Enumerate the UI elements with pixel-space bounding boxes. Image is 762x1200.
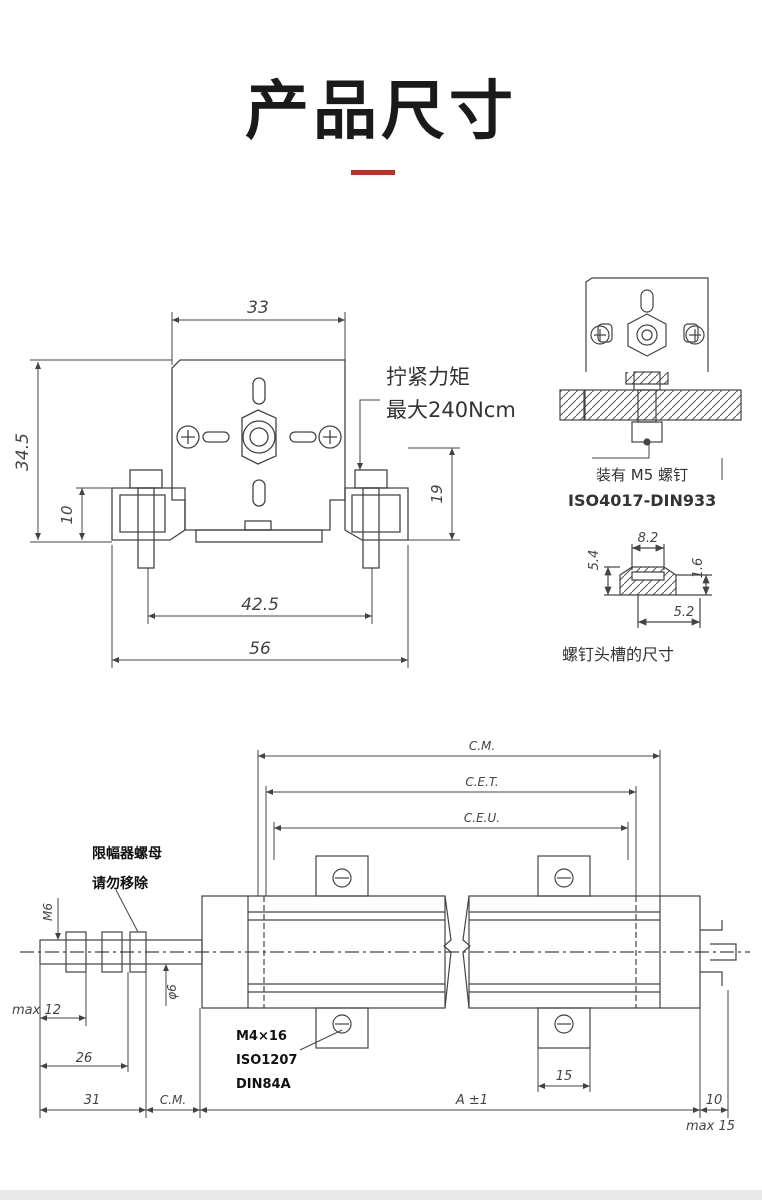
nut-bore (242, 420, 276, 454)
slot-right (289, 431, 317, 443)
dim-top-width: 33 (247, 298, 269, 318)
dim-15: 15 (556, 1069, 573, 1084)
dim-m6: M6 (41, 903, 55, 921)
clamp-left (111, 487, 186, 541)
slot-dim-width: 8.2 (638, 531, 659, 546)
limiter-note-line2: 请勿移除 (92, 875, 149, 892)
slot-dim-depth: 5.4 (587, 550, 602, 571)
dim-26: 26 (76, 1051, 93, 1066)
slot-caption: 螺钉头槽的尺寸 (562, 645, 674, 664)
dim-max15: max 15 (686, 1119, 735, 1134)
bottom-divider (0, 1190, 762, 1200)
dim-hole-spacing: 42.5 (241, 595, 279, 615)
dim-rod-diameter: φ6 (165, 984, 179, 1000)
screw-note-line1: M4×16 (236, 1029, 287, 1044)
front-view (111, 359, 409, 569)
screw-right (318, 425, 342, 449)
clamp-bottom-left (315, 1007, 369, 1049)
side-view (20, 855, 750, 1049)
page-title: 产品尺寸 (245, 75, 517, 149)
clamp-bolt-right (354, 469, 388, 489)
clamp-bottom-right (537, 1007, 591, 1049)
slot-left (202, 431, 230, 443)
mounting-rail-section (584, 389, 742, 421)
title-accent-bar (351, 170, 395, 175)
clamp-right (344, 487, 409, 541)
clamp-top-right (537, 855, 591, 897)
screw-note-line3: DIN84A (236, 1077, 291, 1092)
dim-cm-bottom: C.M. (160, 1093, 186, 1107)
dim-10: 10 (706, 1093, 723, 1108)
screw-note-line2: ISO1207 (236, 1053, 297, 1068)
slot-dim-lip: 1.6 (691, 558, 706, 579)
clamp-bolt-left (129, 469, 163, 489)
dim-a-tolerance: A ±1 (455, 1093, 488, 1108)
slot-profile (604, 544, 712, 628)
dim-cm: C.M. (469, 739, 495, 753)
dim-height: 34.5 (13, 433, 33, 471)
slot-bottom (252, 479, 266, 507)
torque-note-line1: 拧紧力矩 (386, 365, 470, 389)
slot-top (252, 377, 266, 405)
dim-31: 31 (84, 1093, 101, 1108)
hex-nut (241, 409, 277, 465)
dim-right-height: 19 (428, 484, 446, 503)
limiter-note-line1: 限幅器螺母 (92, 845, 162, 862)
dim-cet: C.E.T. (465, 775, 498, 789)
slot-dim-inner: 5.2 (674, 605, 695, 620)
screw-label-line2: ISO4017-DIN933 (568, 491, 716, 510)
dim-total-width: 56 (249, 639, 271, 659)
screw-label-line1: 装有 M5 螺钉 (596, 466, 688, 484)
dim-max12: max 12 (12, 1003, 61, 1018)
clamp-top-left (315, 855, 369, 897)
rail-base (195, 529, 323, 543)
screw-detail-view (559, 277, 742, 446)
screw-left (176, 425, 200, 449)
dim-ceu: C.E.U. (464, 811, 500, 825)
dim-rail-height: 10 (58, 505, 76, 524)
mounting-plate (171, 359, 346, 531)
torque-note-line2: 最大240Ncm (386, 398, 516, 422)
